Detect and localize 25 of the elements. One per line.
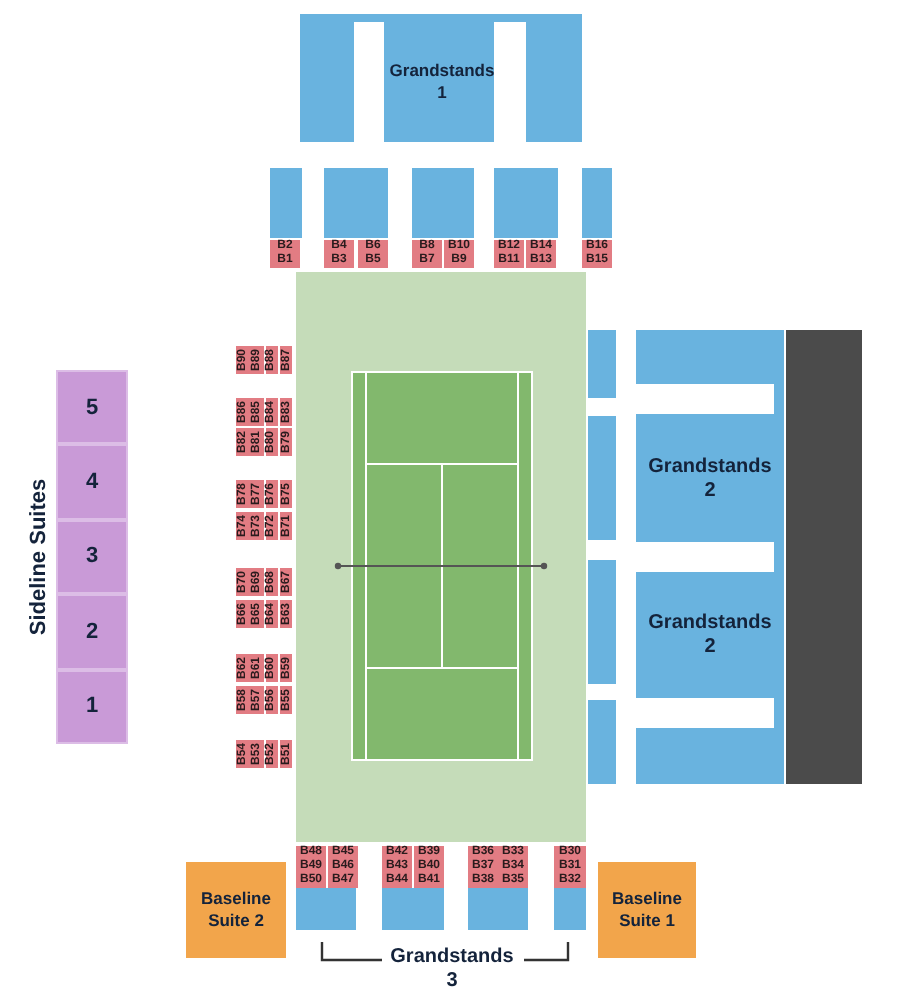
grandstand-block [588, 700, 616, 784]
grandstand-block [412, 168, 474, 238]
section-label: Grandstands 1 [387, 60, 497, 102]
suite-section: 4 [56, 444, 128, 520]
grandstand-block [582, 168, 612, 238]
suite-section: 2 [56, 594, 128, 670]
grandstand-block [324, 168, 388, 238]
grandstand-block [554, 888, 586, 930]
grandstand-block [588, 330, 616, 398]
section-label: Grandstands 3 [388, 946, 516, 994]
grandstand-block [588, 416, 616, 540]
grandstand-block [588, 560, 616, 684]
suite-section: 3 [56, 519, 128, 595]
suite-section: 1 [56, 669, 128, 744]
grandstand-block [296, 888, 356, 930]
grandstand-block [382, 888, 444, 930]
grandstand-block [270, 168, 302, 238]
grandstand-block [494, 168, 558, 238]
grandstand-block [468, 888, 528, 930]
suite-section: Baseline Suite 1 [598, 862, 696, 958]
section-label: Sideline Suites [27, 477, 53, 637]
suite-section: Baseline Suite 2 [186, 862, 286, 958]
suite-section: 5 [56, 370, 128, 445]
section-label: Grandstands 2 [646, 612, 774, 658]
section-label: Grandstands 2 [646, 456, 774, 502]
